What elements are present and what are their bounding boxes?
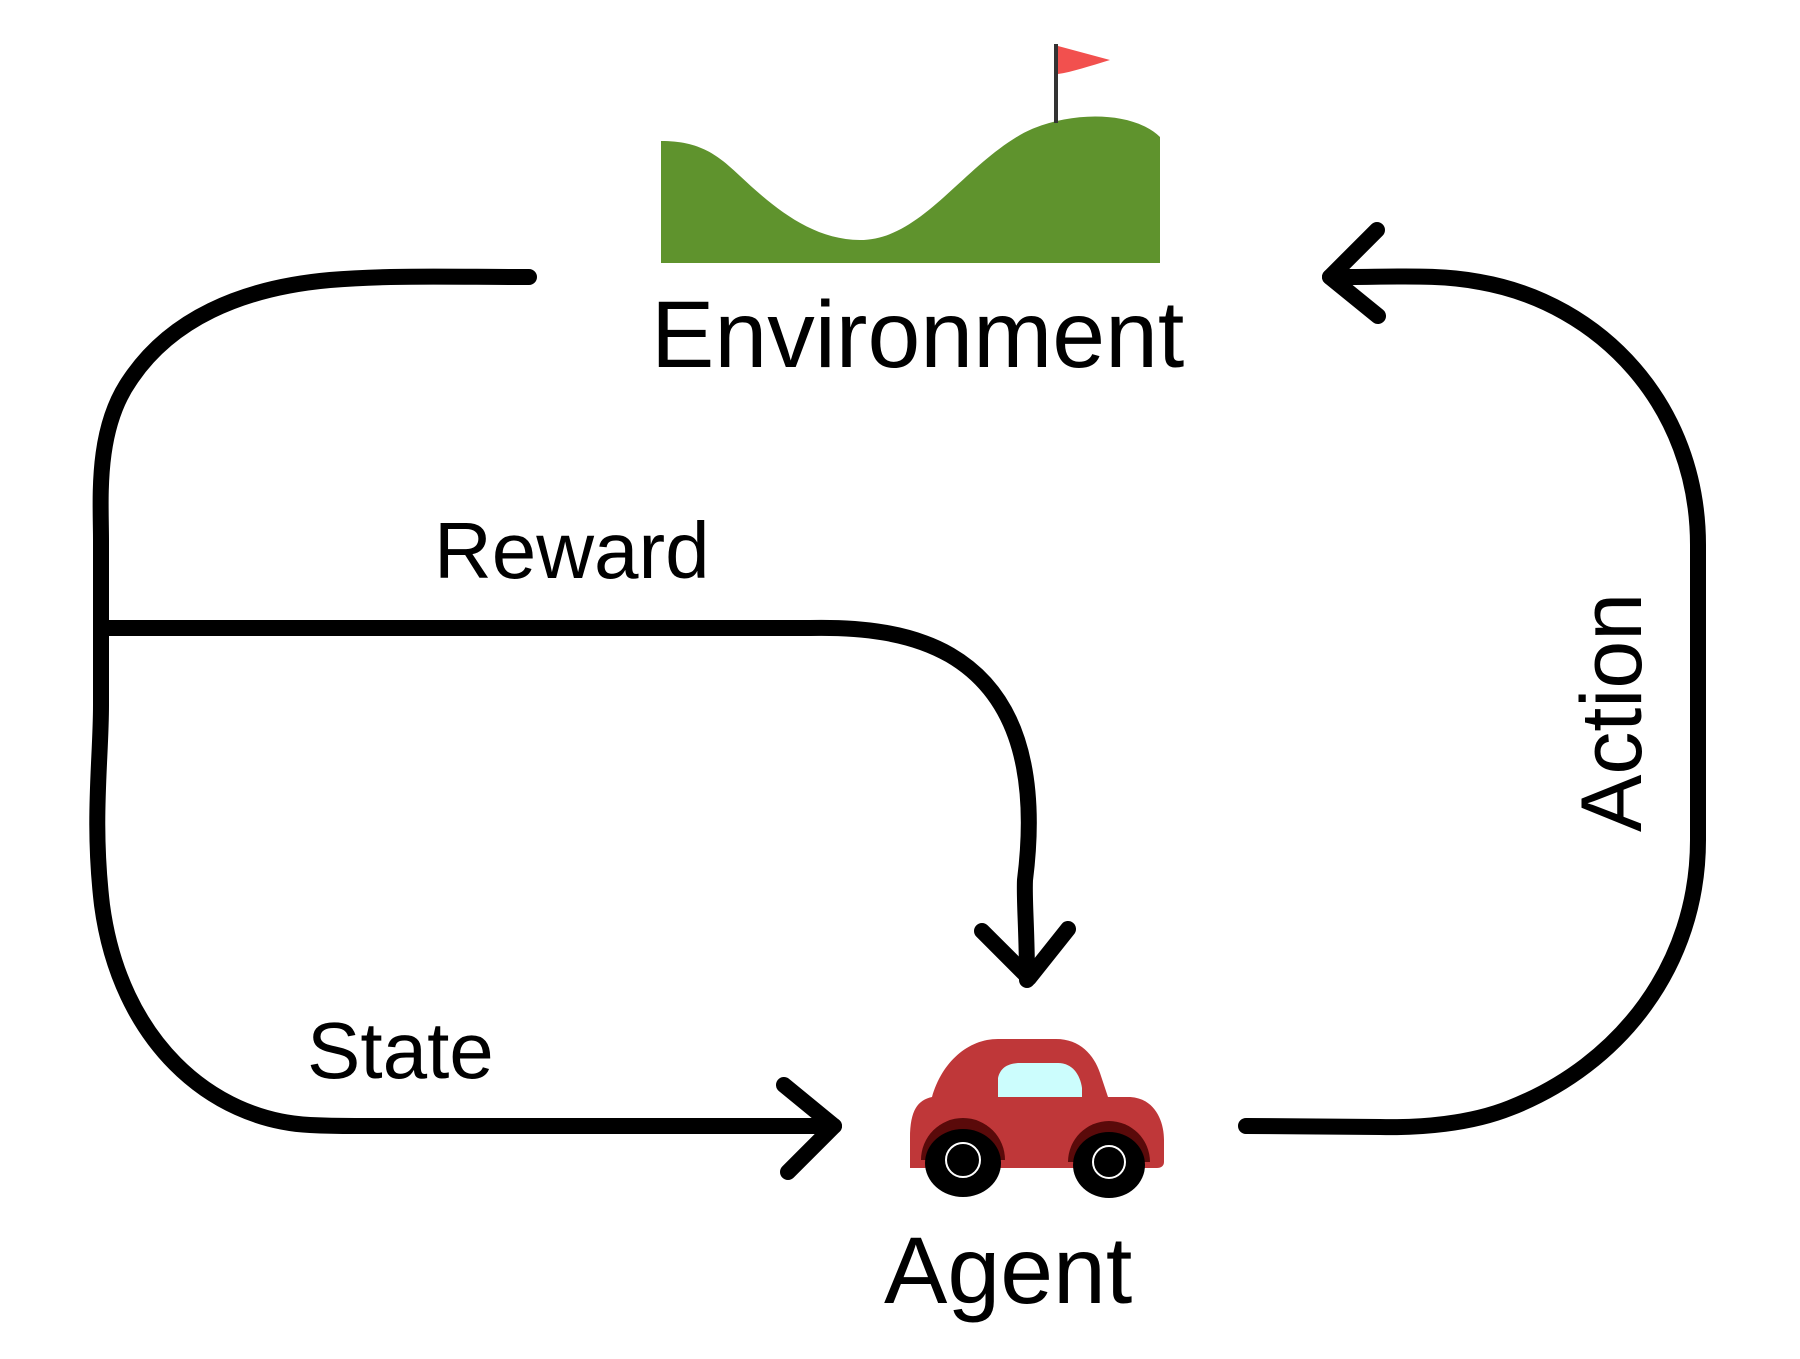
car-hubcap-front [945,1142,981,1178]
agent-label: Agent [884,1218,1132,1324]
flag-shape [1058,46,1110,74]
car-wheel-rear [1073,1132,1145,1198]
action-edge [1238,222,1706,1136]
car-wheel-front [925,1129,1001,1197]
action-arrowhead [1322,222,1386,324]
state-edge-line [89,268,842,1134]
car-icon [910,1039,1164,1198]
environment-label: Environment [651,282,1184,388]
reward-edge-line [93,619,1037,988]
reward-label: Reward [434,506,710,595]
state-edge [89,268,842,1180]
hill-with-flag-icon [661,44,1160,263]
reward-arrowhead [974,921,1076,986]
car-window [998,1063,1082,1097]
action-label: Action [1564,593,1660,832]
hill-shape [661,116,1160,263]
state-arrowhead [776,1077,842,1180]
state-label: State [307,1006,494,1095]
action-edge-line [1238,268,1706,1136]
car-hubcap-rear [1092,1145,1126,1179]
reward-edge [93,619,1076,988]
